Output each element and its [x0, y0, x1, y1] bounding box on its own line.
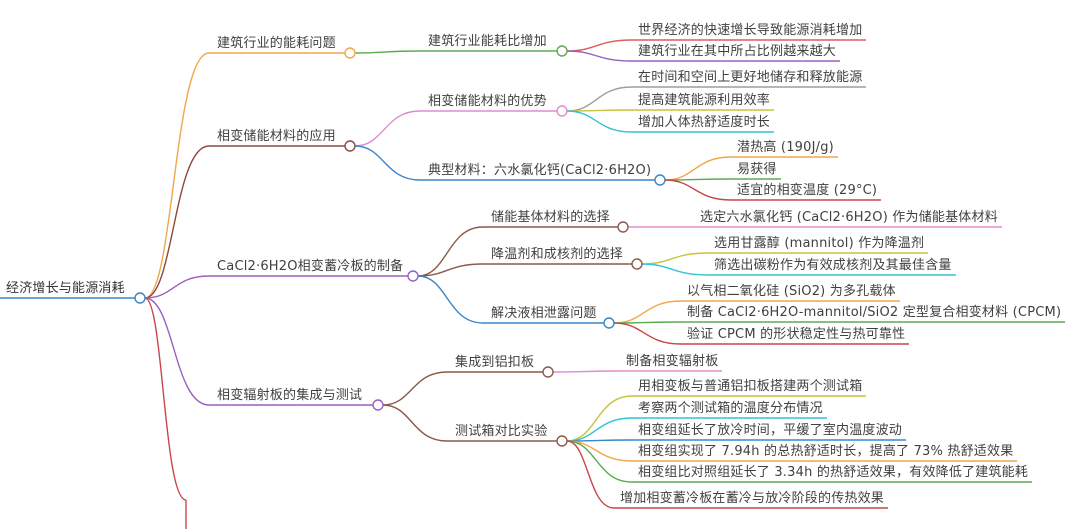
connector-topic-3-3-leaf-3	[613, 322, 682, 345]
connector-branch-3-topic-2	[417, 263, 484, 277]
leaf-3-1-1[interactable]: 选定六水氯化钙 (CaCl2·6H2O) 作为储能基体材料	[700, 210, 998, 225]
topic-3-1-label[interactable]: 储能基体材料的选择	[491, 210, 610, 225]
connector-topic-4-2-leaf-2	[566, 417, 633, 442]
topic-4-1-label[interactable]: 集成到铝扣板	[455, 355, 535, 370]
connector-topic-4-2-leaf-5	[566, 440, 633, 483]
leaf-4-2-5[interactable]: 相变组比对照组延长了 3.34h 的热舒适效果，有效降低了建筑能耗	[638, 465, 1029, 480]
connector-topic-3-2-leaf-1	[641, 252, 709, 265]
connector-topic-4-2-leaf-4	[566, 440, 633, 462]
collapse-dot-topic-2-2	[654, 174, 666, 186]
leaf-2-1-2[interactable]: 提高建筑能源利用效率	[638, 93, 771, 108]
branch-2-label[interactable]: 相变储能材料的应用	[217, 129, 336, 144]
leaf-4-2-2[interactable]: 考察两个测试箱的温度分布情况	[638, 401, 823, 416]
collapse-dot-branch-4	[372, 399, 384, 411]
collapse-dot-topic-2-1	[556, 105, 568, 117]
leaf-3-2-2[interactable]: 筛选出碳粉作为有效成核剂及其最佳含量	[714, 258, 952, 273]
leaf-1-1-1[interactable]: 世界经济的快速增长导致能源消耗增加	[638, 23, 863, 38]
leaf-1-1-2[interactable]: 建筑行业在其中所占比例越来越大	[638, 44, 837, 59]
collapse-dot-branch-1	[344, 47, 356, 59]
topic-2-2-label[interactable]: 典型材料：六水氯化钙(CaCl2·6H2O)	[428, 163, 652, 178]
root-node-label[interactable]: 经济增长与能源消耗	[6, 281, 125, 296]
topic-1-1-label[interactable]: 建筑行业能耗比增加	[428, 34, 547, 49]
collapse-dot-topic-3-2	[631, 258, 643, 270]
connector-root-branch-2	[144, 145, 210, 299]
connector-branch-3-topic-1	[417, 226, 484, 277]
collapse-dot-topic-4-2	[556, 435, 568, 447]
branch-3-label[interactable]: CaCl2·6H2O相变蓄冷板的制备	[217, 259, 404, 274]
connector-root-branch-1	[144, 52, 210, 299]
connector-topic-2-1-leaf-3	[566, 110, 633, 133]
leaf-2-2-2[interactable]: 易获得	[737, 162, 777, 177]
connector-topic-2-2-leaf-3	[664, 179, 732, 201]
connector-root-branch-4	[144, 297, 210, 406]
connector-topic-3-3-leaf-1	[613, 300, 682, 324]
connector-branch-2-topic-2	[354, 145, 421, 181]
collapse-dot-root	[134, 292, 146, 304]
connector-branch-4-topic-2	[382, 404, 448, 442]
connector-topic-4-1-leaf-1	[552, 370, 621, 373]
leaf-4-2-6[interactable]: 增加相变蓄冷板在蓄冷与放冷阶段的传热效果	[620, 491, 885, 506]
leaf-3-3-1[interactable]: 以气相二氧化硅 (SiO2) 为多孔载体	[687, 284, 896, 299]
connector-root-offscreen-branch	[144, 297, 187, 501]
collapse-dot-topic-3-3	[603, 317, 615, 329]
topic-2-1-label[interactable]: 相变储能材料的优势	[428, 94, 547, 109]
connector-topic-3-2-leaf-2	[641, 263, 709, 276]
connector-branch-1-topic-1	[354, 50, 421, 54]
leaf-2-2-3[interactable]: 适宜的相变温度 (29°C)	[737, 183, 878, 198]
collapse-dot-topic-3-1	[617, 221, 629, 233]
connector-root-branch-3	[144, 275, 210, 299]
collapse-dot-branch-2	[344, 140, 356, 152]
leaf-2-1-3[interactable]: 增加人体热舒适度时长	[638, 115, 771, 130]
connector-topic-4-2-leaf-1	[566, 395, 633, 442]
connector-branch-4-topic-1	[382, 371, 448, 406]
connector-topic-4-2-leaf-6	[566, 440, 615, 509]
connector-branch-2-topic-1	[354, 110, 421, 147]
collapse-dot-topic-1-1	[556, 45, 568, 57]
collapse-dot-branch-3	[407, 270, 419, 282]
leaf-4-2-3[interactable]: 相变组延长了放冷时间，平缓了室内温度波动	[638, 423, 903, 438]
connector-topic-2-2-leaf-1	[664, 156, 732, 181]
leaf-4-2-1[interactable]: 用相变板与普通铝扣板搭建两个测试箱	[638, 379, 863, 394]
leaf-2-1-1[interactable]: 在时间和空间上更好地储存和释放能源	[638, 70, 863, 85]
collapse-dot-topic-4-1	[542, 366, 554, 378]
connector-branch-3-topic-3	[417, 275, 484, 324]
connector-topic-1-1-leaf-1	[566, 39, 633, 52]
leaf-4-1-1[interactable]: 制备相变辐射板	[626, 354, 719, 369]
topic-4-2-label[interactable]: 测试箱对比实验	[455, 424, 548, 439]
leaf-3-3-2[interactable]: 制备 CaCl2·6H2O-mannitol/SiO2 定型复合相变材料 (CP…	[687, 305, 1062, 320]
topic-3-3-label[interactable]: 解决液相泄露问题	[491, 306, 597, 321]
leaf-2-2-1[interactable]: 潜热高 (190J/g)	[737, 140, 834, 155]
branch-4-label[interactable]: 相变辐射板的集成与测试	[217, 388, 363, 403]
leaf-3-3-3[interactable]: 验证 CPCM 的形状稳定性与热可靠性	[687, 327, 906, 342]
leaf-4-2-4[interactable]: 相变组实现了 7.94h 的总热舒适时长，提高了 73% 热舒适效果	[638, 444, 1014, 459]
connector-topic-2-1-leaf-1	[566, 86, 633, 112]
topic-3-2-label[interactable]: 降温剂和成核剂的选择	[491, 247, 624, 262]
connector-topic-1-1-leaf-2	[566, 50, 633, 62]
leaf-3-2-1[interactable]: 选用甘露醇 (mannitol) 作为降温剂	[714, 236, 925, 251]
branch-1-label[interactable]: 建筑行业的能耗问题	[217, 36, 336, 51]
